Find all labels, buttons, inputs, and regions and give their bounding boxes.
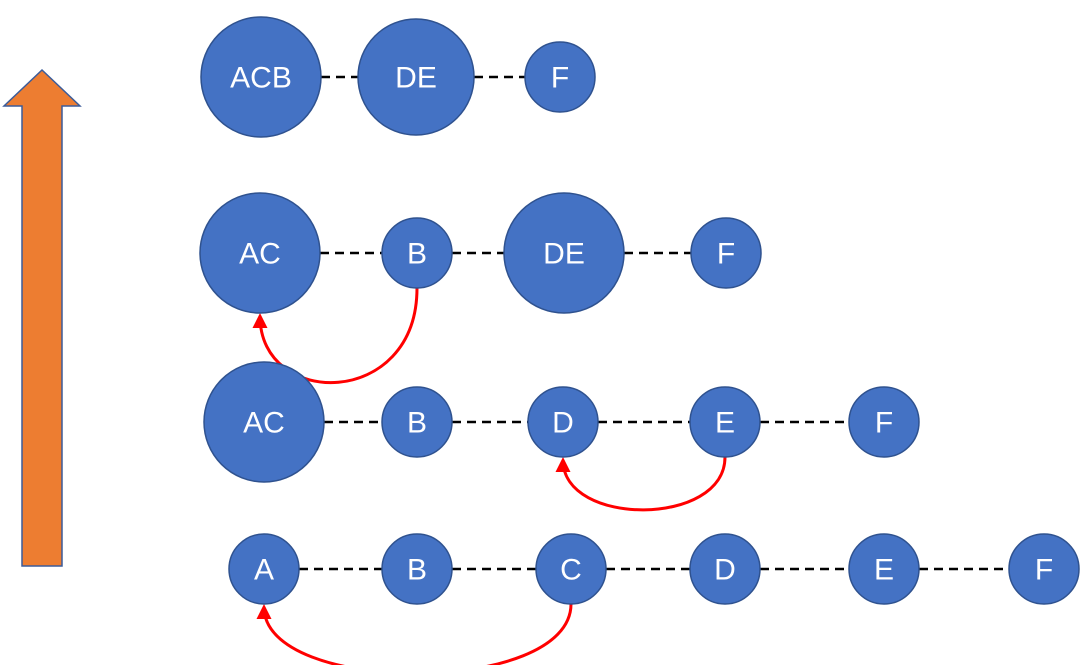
node-circle [228, 533, 300, 605]
node-circle [381, 217, 453, 289]
node-label: ACB [230, 62, 292, 95]
node-f: F [1008, 533, 1080, 605]
merge-arrow-e-to-d [555, 456, 727, 512]
node-acb: ACB [200, 16, 322, 138]
node-a: A [228, 533, 300, 605]
node-circle [1008, 533, 1080, 605]
node-b: B [381, 217, 453, 289]
merge-arrow-layer [252, 287, 727, 665]
node-circle [690, 217, 762, 289]
node-ac: AC [203, 361, 325, 483]
node-label: DE [543, 238, 585, 271]
node-f: F [524, 41, 596, 113]
node-circle [527, 386, 599, 458]
node-de: DE [503, 192, 625, 314]
node-label: D [714, 554, 736, 587]
node-label: E [874, 554, 894, 587]
node-circle [689, 386, 761, 458]
up-arrow-icon [2, 68, 82, 567]
node-label: D [552, 407, 574, 440]
node-e: E [848, 533, 920, 605]
node-label: E [715, 407, 735, 440]
edge-layer [299, 75, 1009, 571]
node-c: C [535, 533, 607, 605]
node-de: DE [357, 18, 475, 136]
node-label: F [875, 407, 893, 440]
node-circle [503, 192, 625, 314]
node-e: E [689, 386, 761, 458]
node-circle [524, 41, 596, 113]
merge-arrow-c-to-a [256, 603, 573, 665]
node-f: F [848, 386, 920, 458]
node-label: B [407, 407, 427, 440]
node-circle [848, 533, 920, 605]
node-circle [381, 386, 453, 458]
node-label: B [407, 554, 427, 587]
node-label: B [407, 238, 427, 271]
node-circle [357, 18, 475, 136]
node-d: D [527, 386, 599, 458]
node-d: D [689, 533, 761, 605]
node-b: B [381, 386, 453, 458]
node-label: AC [239, 238, 281, 271]
node-b: B [381, 533, 453, 605]
merge-arrow-b-to-ac [252, 287, 419, 385]
node-circle [200, 16, 322, 138]
node-label: A [254, 554, 274, 587]
node-circle [689, 533, 761, 605]
node-label: DE [395, 62, 437, 95]
node-label: AC [243, 407, 285, 440]
node-circle [535, 533, 607, 605]
node-circle [381, 533, 453, 605]
node-label: C [560, 554, 582, 587]
node-ac: AC [199, 192, 321, 314]
node-circle [199, 192, 321, 314]
node-label: F [1035, 554, 1053, 587]
node-circle [203, 361, 325, 483]
node-label: F [717, 238, 735, 271]
node-f: F [690, 217, 762, 289]
node-circle [848, 386, 920, 458]
node-label: F [551, 62, 569, 95]
